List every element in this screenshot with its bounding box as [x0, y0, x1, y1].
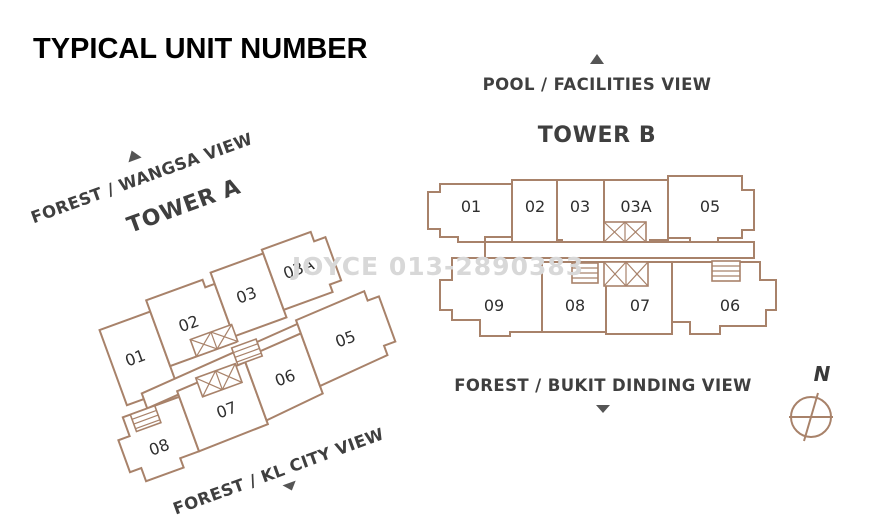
tower-a-unit-03a-plan	[260, 230, 343, 312]
tower-b-unit-05-plan	[667, 175, 755, 245]
tower-b-view-bottom: FOREST / BUKIT DINDING VIEW	[454, 376, 752, 395]
arrow-up-icon	[128, 150, 142, 163]
compass-north-label: N	[814, 362, 831, 386]
arrow-down-icon	[596, 405, 610, 413]
tower-b-unit-08: 08	[565, 296, 585, 315]
page-title: TYPICAL UNIT NUMBER	[33, 33, 368, 65]
tower-b-unit-09: 09	[484, 296, 504, 315]
tower-b-unit-01: 01	[461, 197, 481, 216]
tower-a-unit-05-plan	[294, 289, 397, 388]
watermark: JOYCE 013-2890383	[290, 252, 584, 281]
arrow-down-icon	[282, 480, 296, 491]
tower-b-unit-06-plan	[671, 261, 777, 335]
tower-a: FOREST / WANGSA VIEW TOWER A	[28, 129, 397, 518]
tower-a-unit-03-plan	[209, 252, 288, 338]
compass-icon	[789, 392, 833, 442]
arrow-up-icon	[590, 54, 604, 64]
tower-b-unit-03a: 03A	[620, 197, 651, 216]
tower-b-unit-03: 03	[570, 197, 590, 216]
tower-b-unit-07: 07	[630, 296, 650, 315]
compass: N	[789, 362, 833, 442]
tower-b-unit-06: 06	[720, 296, 740, 315]
tower-b-unit-05: 05	[700, 197, 720, 216]
tower-b-view-top: POOL / FACILITIES VIEW	[483, 75, 712, 94]
tower-b-title: TOWER B	[538, 123, 657, 148]
tower-b-unit-02: 02	[525, 197, 545, 216]
tower-b-corridor	[484, 241, 755, 259]
tower-a-unit-06-plan	[242, 332, 324, 422]
tower-b: POOL / FACILITIES VIEW TOWER B 01 02	[427, 54, 777, 413]
